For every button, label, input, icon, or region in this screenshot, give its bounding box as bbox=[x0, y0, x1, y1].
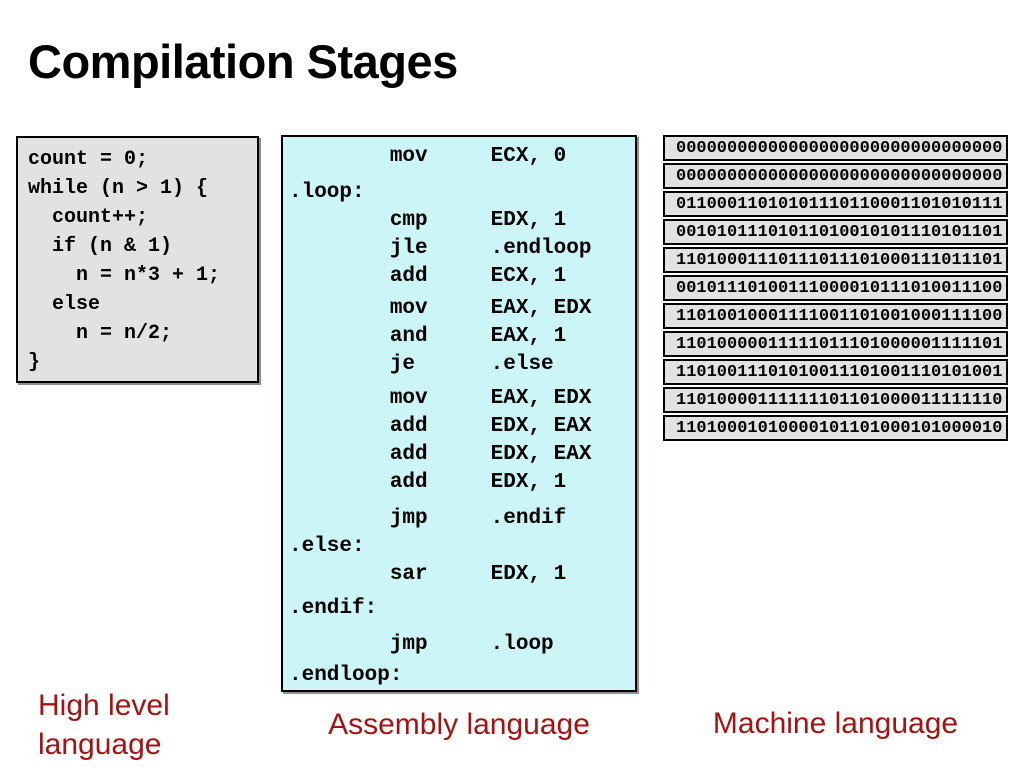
slide-title: Compilation Stages bbox=[28, 35, 458, 88]
machine-code-row: 00000000000000000000000000000000 bbox=[663, 135, 1008, 161]
asm-line: add EDX, EAX bbox=[289, 415, 592, 438]
machine-code-row: 11010010001111001101001000111100 bbox=[663, 303, 1008, 329]
code-line: } bbox=[28, 351, 41, 374]
machine-code-row: 11010000111111101101000011111110 bbox=[663, 387, 1008, 413]
asm-line: and EAX, 1 bbox=[289, 325, 567, 348]
asm-line: sar EDX, 1 bbox=[289, 563, 567, 586]
asm-line: jmp .loop bbox=[289, 633, 554, 656]
code-line: n = n/2; bbox=[28, 322, 173, 345]
machine-code-row: 01100011010101110110001101010111 bbox=[663, 191, 1008, 217]
machine-code-row: 11010011101010011101001110101001 bbox=[663, 359, 1008, 385]
asm-line: mov EAX, EDX bbox=[289, 297, 592, 320]
code-line: else bbox=[28, 293, 101, 316]
machine-code-row: 00000000000000000000000000000000 bbox=[663, 163, 1008, 189]
machine-code-row: 11010001110111011101000111011101 bbox=[663, 247, 1008, 273]
asm-label: .endif: bbox=[289, 597, 378, 620]
machine-code-column: 00000000000000000000000000000000 0000000… bbox=[663, 135, 1008, 443]
machine-code-row: 00101011101011010010101110101101 bbox=[663, 219, 1008, 245]
asm-line: add EDX, EAX bbox=[289, 443, 592, 466]
code-line: n = n*3 + 1; bbox=[28, 264, 221, 287]
assembly-code-box: mov ECX, 0 .loop: cmp EDX, 1 jle .endloo… bbox=[281, 135, 637, 692]
machine-code-row: 11010001010000101101000101000010 bbox=[663, 415, 1008, 441]
asm-line: add ECX, 1 bbox=[289, 265, 567, 288]
code-line: count = 0; bbox=[28, 148, 149, 171]
asm-line: add EDX, 1 bbox=[289, 471, 567, 494]
caption-high-level: High level language bbox=[38, 689, 170, 761]
asm-line: mov EAX, EDX bbox=[289, 387, 592, 410]
code-line: if (n & 1) bbox=[28, 235, 173, 258]
high-level-code-box: count = 0; while (n > 1) { count++; if (… bbox=[16, 136, 259, 383]
asm-line: jle .endloop bbox=[289, 237, 592, 260]
machine-code-row: 11010000011111011101000001111101 bbox=[663, 331, 1008, 357]
caption-machine: Machine language bbox=[712, 707, 959, 740]
asm-label: .else: bbox=[289, 535, 365, 558]
asm-label: .loop: bbox=[289, 181, 365, 204]
code-line: while (n > 1) { bbox=[28, 177, 209, 200]
asm-line: je .else bbox=[289, 353, 554, 376]
asm-line: cmp EDX, 1 bbox=[289, 209, 567, 232]
caption-assembly: Assembly language bbox=[328, 708, 590, 741]
asm-line: jmp .endif bbox=[289, 507, 567, 530]
asm-line: mov ECX, 0 bbox=[289, 145, 567, 168]
code-line: count++; bbox=[28, 206, 149, 229]
machine-code-row: 00101110100111000010111010011100 bbox=[663, 275, 1008, 301]
asm-label: .endloop: bbox=[289, 664, 403, 687]
